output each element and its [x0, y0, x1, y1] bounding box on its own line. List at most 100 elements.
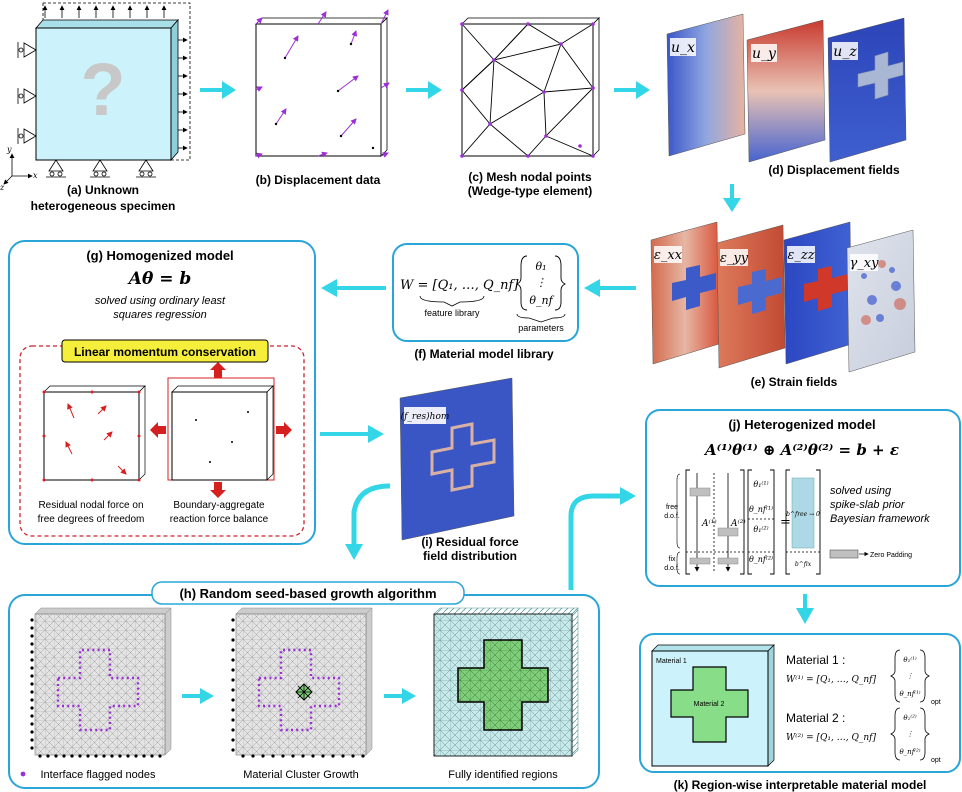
panel-i: (f_res)hom (i) Residual force field dist… [399, 377, 519, 563]
param-theta1: θ₁ [535, 260, 546, 273]
top-arrows-icon [42, 5, 167, 18]
panel-e: ε_xx ε_yy ε_zz γ_xy (e) Strain fields [650, 221, 916, 389]
exx-label: ε_xx [654, 248, 683, 263]
flow-arrow-fg [321, 279, 386, 297]
uz-label: u_z [833, 44, 857, 60]
b-vector [791, 477, 815, 549]
panel-d: u_x u_y u_z (d) Displacement fields [666, 13, 907, 177]
parameters-label: parameters [518, 323, 564, 333]
left-support-icon [17, 42, 37, 144]
panel-h-sub1: Interface flagged nodes [41, 769, 156, 781]
flow-arrow-bc [406, 81, 442, 99]
panel-c-label: (c) Mesh nodal points [468, 170, 592, 184]
opt-label-2: opt [931, 757, 941, 764]
reaction-force-arrows [150, 362, 292, 498]
right-arrows-icon [178, 37, 188, 151]
panel-g-sub2b: reaction force balance [170, 514, 269, 525]
panel-a-label: (a) Unknown [67, 183, 139, 197]
panel-b: (b) Displacement data [255, 9, 390, 187]
flow-arrow-ef [584, 279, 636, 297]
k-theta-nf-1: θ_nf⁽¹⁾ [899, 689, 920, 698]
panel-d-label: (d) Displacement fields [768, 163, 900, 177]
panel-g-sub1b: free degrees of freedom [38, 514, 145, 525]
opt-label-1: opt [931, 699, 941, 706]
b-free: b^free → 0 [786, 511, 820, 518]
field-uz [827, 17, 907, 163]
theta-1-1: θ₁⁽¹⁾ [753, 480, 768, 489]
panel-i-label-2: field distribution [423, 549, 517, 563]
material-1-heading: Material 1 : [786, 653, 845, 667]
panel-k: Material 1 Material 2 Material 1 : W⁽¹⁾ … [639, 633, 961, 792]
ux-label: u_x [671, 40, 695, 56]
panel-c: (c) Mesh nodal points (Wedge-type elemen… [460, 17, 600, 198]
panel-g-desc-1: solved using ordinary least [95, 295, 226, 307]
panel-h-label: (h) Random seed-based growth algorithm [179, 586, 436, 601]
residual-field-plane [399, 377, 515, 541]
grid-interface-flagged [34, 613, 166, 756]
theta-nf-1: θ_nf⁽¹⁾ [749, 505, 773, 514]
panel-h: (h) Random seed-based growth algorithm I… [8, 581, 600, 789]
library-equation: W = [Q₁, …, Q_nf] [400, 278, 519, 293]
k-dots-1: ⋮ [907, 672, 914, 680]
displacement-vectors [255, 9, 390, 159]
flow-arrow-de [723, 184, 741, 212]
panel-j-desc-3: Bayesian framework [830, 513, 930, 525]
field-uy [746, 19, 826, 163]
panel-i-label: (i) Residual force [421, 535, 519, 549]
theta-1-2: θ₁⁽²⁾ [753, 525, 768, 534]
gxy-label: γ_xy [850, 256, 880, 271]
lmc-label: Linear momentum conservation [74, 345, 256, 359]
param-thetanf: θ_nf [529, 294, 554, 307]
zero-padding-swatch [829, 549, 859, 559]
panel-j-label: (j) Heterogenized model [728, 417, 875, 432]
svg-text:x: x [33, 171, 38, 180]
boundary-nodes-1 [30, 618, 162, 758]
seed-cluster-icon [295, 683, 313, 701]
panel-a: ? y x z (a) Unkn [0, 2, 191, 213]
region-material-2 [670, 666, 749, 743]
heterogenized-equation: A⁽¹⁾θ⁽¹⁾ ⊕ A⁽²⁾θ⁽²⁾ = b + ε [703, 441, 899, 459]
theta-nf-2: θ_nf⁽²⁾ [749, 555, 773, 564]
panel-g-sub2a: Boundary-aggregate [173, 500, 265, 511]
bottom-support-icon [46, 159, 156, 178]
zero-padding-label: Zero Padding [870, 552, 912, 559]
matrix-equals: = [780, 515, 791, 530]
field-ux [666, 13, 746, 157]
panel-f-label: (f) Material model library [414, 347, 554, 361]
param-dots: ⋮ [536, 276, 547, 289]
residual-inset-label: (f_res)hom [401, 411, 450, 422]
panel-a-label-2: heterogeneous specimen [31, 199, 176, 213]
homogenized-equation: Aθ = b [127, 269, 192, 289]
flow-arrow-h2 [384, 688, 416, 704]
panel-g-desc-2: squares regression [113, 309, 207, 321]
panel-h-sub3: Fully identified regions [448, 769, 558, 781]
panel-j: (j) Heterogenized model A⁽¹⁾θ⁽¹⁾ ⊕ A⁽²⁾θ… [645, 409, 961, 587]
panel-f-frame [392, 243, 579, 342]
question-mark-glyph: ? [80, 48, 125, 131]
ezz-label: ε_zz [787, 248, 814, 263]
boundary-nodes-2 [231, 618, 365, 758]
cross-outline [430, 422, 496, 492]
flow-arrow-jk [796, 594, 814, 624]
panel-f: W = [Q₁, …, Q_nf] feature library θ₁ ⋮ θ… [392, 243, 579, 361]
material-2-inline: Material 2 [694, 701, 725, 708]
fix-dof-label: d.o.f. [664, 565, 680, 572]
fix-label: fix [669, 556, 677, 563]
free-label: free [666, 504, 678, 511]
col-a2: A⁽²⁾ [730, 518, 746, 529]
panel-g-sub1a: Residual nodal force on [38, 500, 143, 511]
panel-c-label-2: (Wedge-type element) [468, 184, 592, 198]
panel-b-label: (b) Displacement data [256, 173, 381, 187]
flow-arrow-h1 [182, 688, 214, 704]
col-a1: A⁽¹⁾ [701, 518, 717, 529]
material-2-library: W⁽²⁾ = [Q₁, …, Q_nf] [786, 732, 876, 743]
flow-arrow-gi [320, 425, 384, 443]
panel-h-sub2: Material Cluster Growth [243, 769, 359, 781]
panel-j-desc-2: spike-slab prior [830, 499, 906, 511]
feature-library-label: feature library [424, 308, 480, 318]
k-dots-2: ⋮ [907, 730, 914, 738]
residual-force-vectors [65, 403, 127, 475]
panel-g: (g) Homogenized model Aθ = b solved usin… [8, 240, 316, 545]
specimen-square [35, 27, 172, 161]
